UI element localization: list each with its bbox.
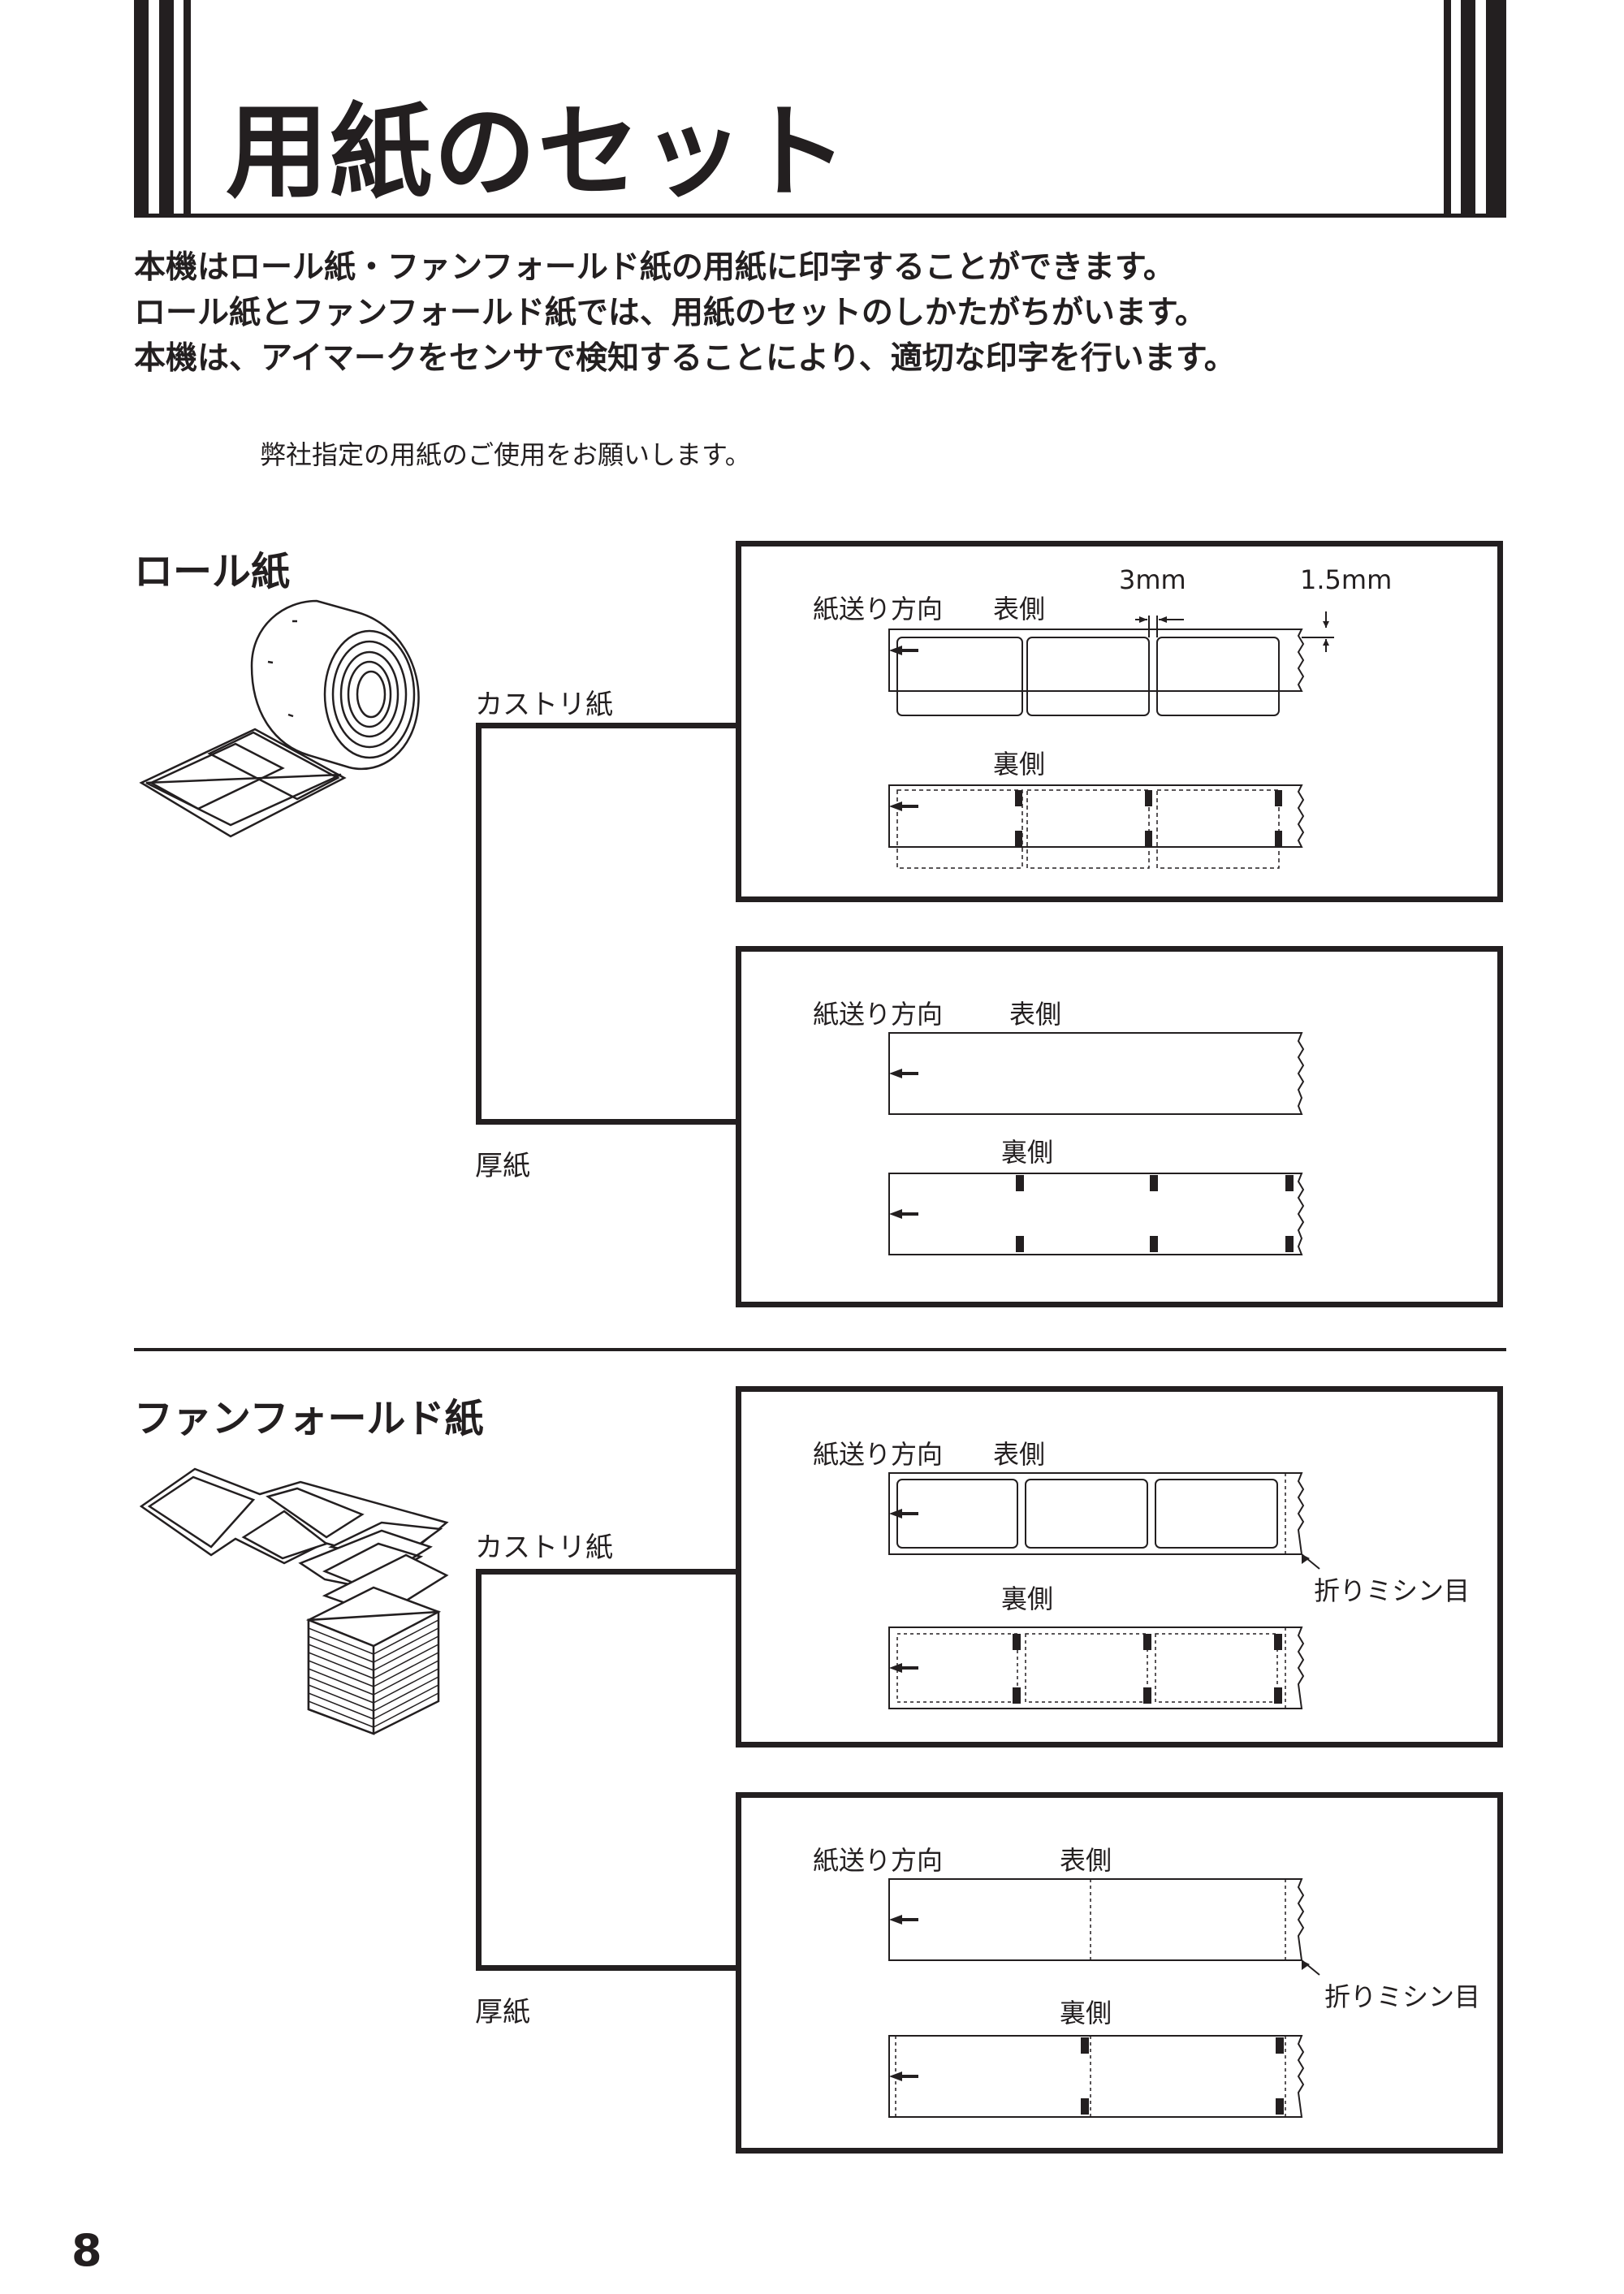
feed-direction-label: 紙送り方向 xyxy=(813,1845,944,1876)
note-text: 弊社指定の用紙のご使用をお願いします。 xyxy=(260,439,751,470)
roll-atsugami-panel: 紙送り方向 表側 裏側 xyxy=(736,946,1503,1307)
left-stripe-1 xyxy=(134,0,149,218)
roll-paper-illustration xyxy=(139,599,420,838)
fanfold-kasutori-diagram xyxy=(888,1472,1320,1709)
title-header: 用紙のセット xyxy=(0,0,1624,223)
intro-line-2: ロール紙とファンフォールド紙では、用紙のセットのしかたがちがいます。 xyxy=(134,295,1207,331)
fanfold-atsugami-diagram xyxy=(888,1878,1320,2118)
roll-atsugami-diagram xyxy=(888,1032,1305,1255)
roll-atsugami-label: 厚紙 xyxy=(475,1150,530,1182)
left-stripe-3 xyxy=(184,0,191,218)
back-side-label: 裏側 xyxy=(1060,1998,1112,2028)
front-side-label: 表側 xyxy=(993,594,1046,624)
roll-kasutori-panel: 紙送り方向 表側 3mm 1.5mm 裏側 xyxy=(736,541,1503,902)
fanfold-paper-illustration xyxy=(139,1467,449,1735)
intro-text: 本機はロール紙・ファンフォールド紙の用紙に印字することができます。 ロール紙とフ… xyxy=(134,245,1236,382)
intro-line-3: 本機は、アイマークをセンサで検知することにより、適切な印字を行います。 xyxy=(134,340,1236,377)
back-side-label: 裏側 xyxy=(993,749,1046,780)
right-stripe-3 xyxy=(1486,0,1506,218)
intro-line-1: 本機はロール紙・ファンフォールド紙の用紙に印字することができます。 xyxy=(134,249,1175,286)
section-divider xyxy=(134,1348,1506,1351)
fanfold-section-title: ファンフォールド紙 xyxy=(134,1396,484,1441)
gap-dimension-label: 3mm xyxy=(1119,564,1186,595)
perforation-label: 折りミシン目 xyxy=(1324,1981,1481,2012)
roll-kasutori-diagram xyxy=(888,611,1334,869)
front-side-label: 表側 xyxy=(1009,999,1062,1030)
perforation-label: 折りミシン目 xyxy=(1314,1575,1471,1606)
fanfold-kasutori-panel: 紙送り方向 表側 折りミシン目 裏側 xyxy=(736,1386,1503,1748)
page-number: 8 xyxy=(71,2225,102,2276)
roll-bracket-vertical xyxy=(476,723,482,1125)
fanfold-kasutori-label: カストリ紙 xyxy=(475,1531,613,1564)
roll-bracket-top xyxy=(476,723,739,728)
back-side-label: 裏側 xyxy=(1001,1583,1054,1614)
right-stripe-1 xyxy=(1444,0,1451,218)
fanfold-bracket-bottom xyxy=(476,1965,739,1971)
margin-dimension-label: 1.5mm xyxy=(1300,564,1393,595)
roll-kasutori-label: カストリ紙 xyxy=(475,689,613,721)
feed-direction-label: 紙送り方向 xyxy=(813,594,944,624)
fanfold-atsugami-label: 厚紙 xyxy=(475,1996,530,2028)
roll-bracket-bottom xyxy=(476,1119,739,1125)
fanfold-bracket-vertical xyxy=(476,1569,482,1971)
fanfold-bracket-top xyxy=(476,1569,739,1575)
roll-section-title: ロール紙 xyxy=(134,549,291,594)
left-stripe-2 xyxy=(159,0,174,218)
title-underline xyxy=(134,214,1506,218)
right-stripe-2 xyxy=(1461,0,1475,218)
page-title: 用紙のセット xyxy=(226,93,849,212)
front-side-label: 表側 xyxy=(993,1439,1046,1470)
back-side-label: 裏側 xyxy=(1001,1137,1054,1168)
fanfold-atsugami-panel: 紙送り方向 表側 折りミシン目 裏側 xyxy=(736,1792,1503,2154)
front-side-label: 表側 xyxy=(1060,1845,1112,1876)
feed-direction-label: 紙送り方向 xyxy=(813,999,944,1030)
feed-direction-label: 紙送り方向 xyxy=(813,1439,944,1470)
